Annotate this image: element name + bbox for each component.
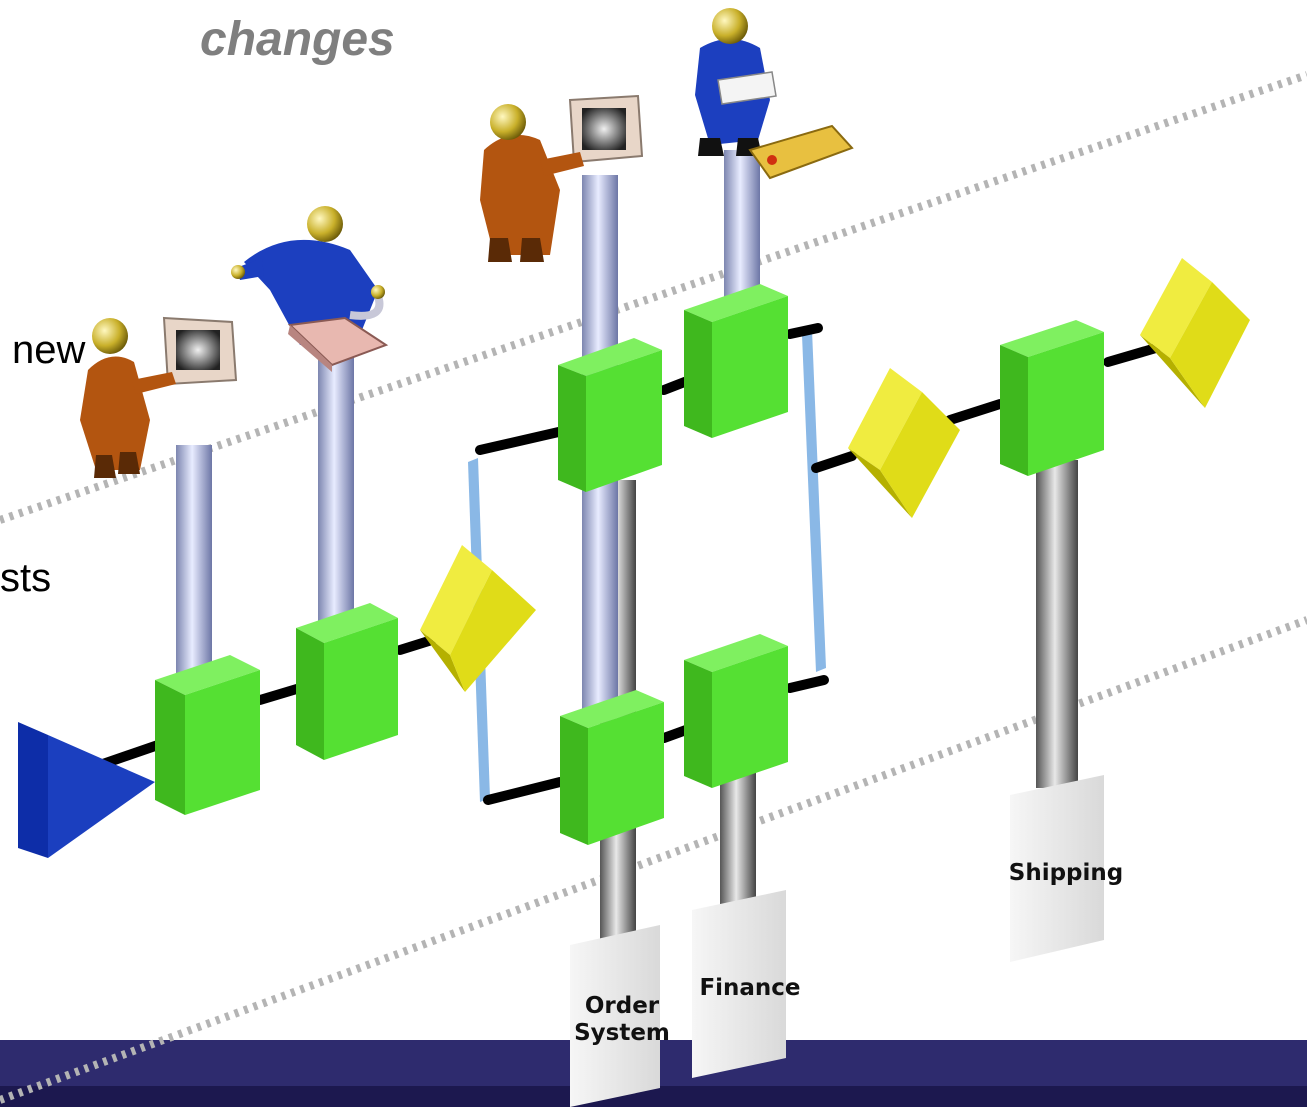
lane-dividers [0, 71, 1307, 1104]
activity-boxes [155, 284, 1104, 845]
decision-diamond [420, 545, 536, 692]
system-cylinders [570, 775, 1104, 1107]
activity-box [684, 634, 788, 788]
activity-box [1000, 320, 1104, 476]
person-at-computer-icon [480, 94, 644, 262]
activity-box [558, 338, 662, 492]
text-fragment-sts: sts [0, 556, 52, 600]
person-with-package-icon [231, 206, 389, 372]
decision-diamond [1140, 258, 1250, 408]
person-at-computer-icon [80, 316, 238, 478]
system-label-shipping: Shipping [1008, 860, 1124, 886]
decision-diamonds [420, 258, 1250, 692]
activity-box [684, 284, 788, 438]
activity-box [155, 655, 260, 815]
person-with-card-icon [695, 8, 854, 180]
decision-diamond [848, 368, 960, 518]
connectors [95, 323, 1161, 805]
system-label-finance: Finance [699, 975, 801, 1001]
activity-box [560, 690, 664, 845]
system-pipes [600, 460, 1078, 940]
title-fragment: changes [200, 13, 395, 66]
start-triangle [18, 722, 155, 858]
text-fragment-new: new [12, 328, 86, 372]
activity-box [296, 603, 398, 760]
